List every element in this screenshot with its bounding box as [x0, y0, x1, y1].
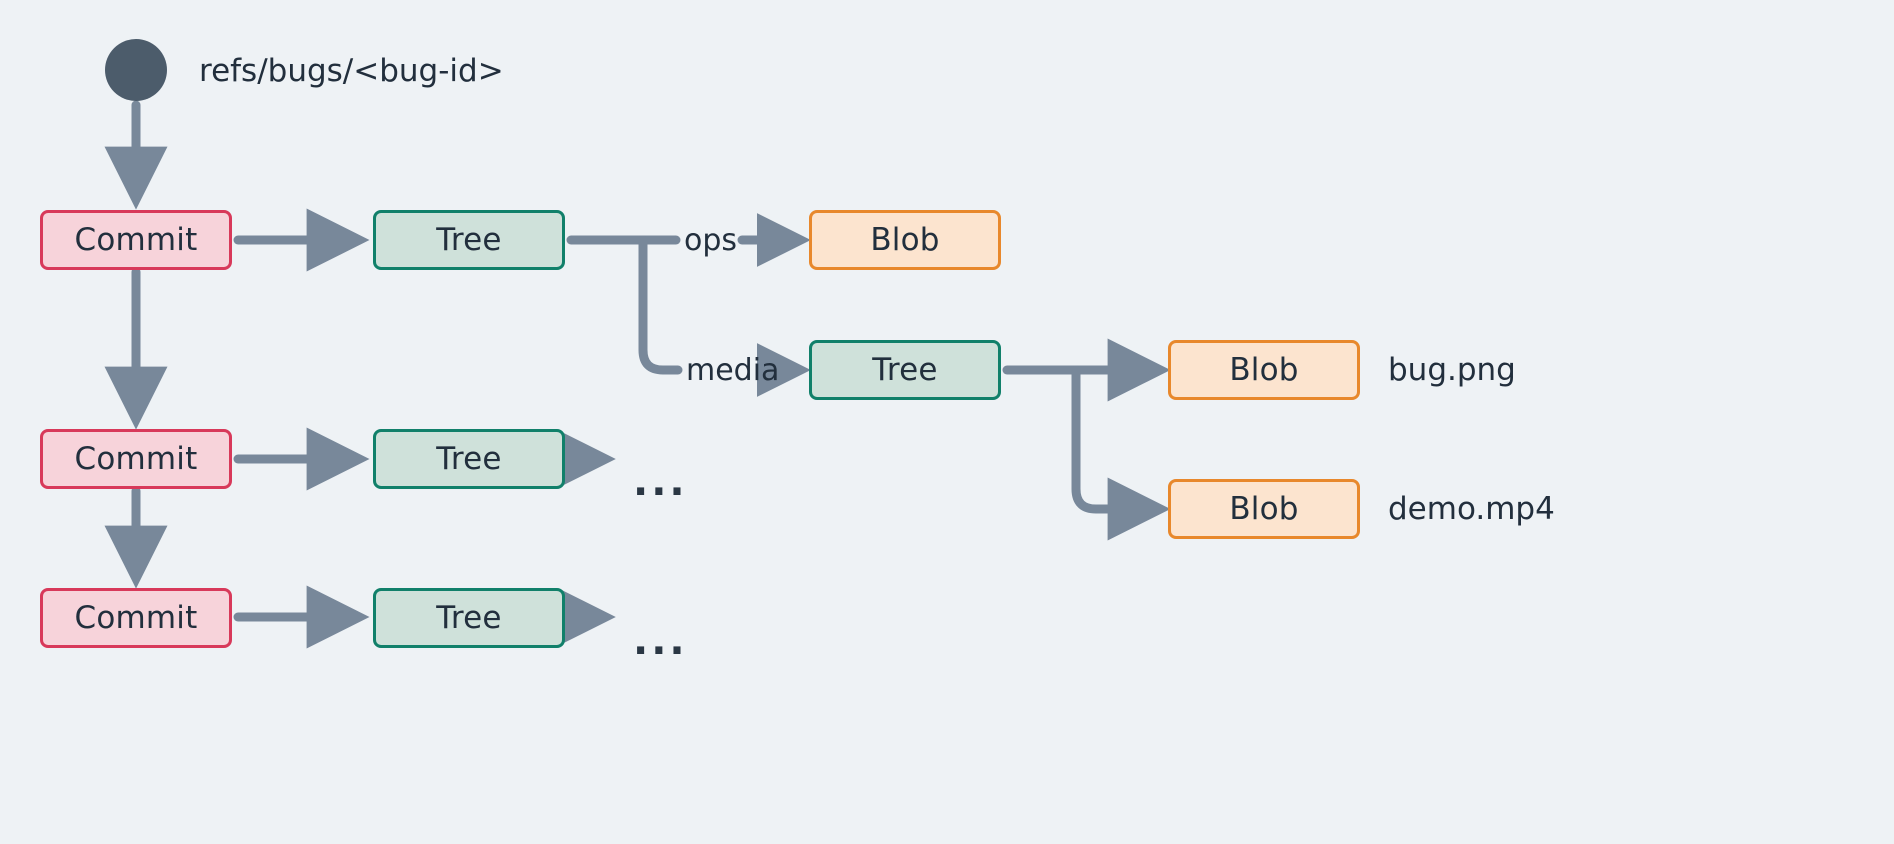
edge-tree1-to-media — [638, 235, 683, 375]
ref-label: refs/bugs/<bug-id> — [199, 53, 504, 89]
ellipsis-row-2: ... — [633, 459, 688, 505]
file-label-demo-mp4: demo.mp4 — [1388, 491, 1555, 527]
node-tree-2[interactable]: Tree — [373, 429, 565, 489]
node-commit-1[interactable]: Commit — [40, 210, 232, 270]
ellipsis-row-3: ... — [633, 618, 688, 664]
node-blob-demo-mp4[interactable]: Blob — [1168, 479, 1360, 539]
node-tree-1[interactable]: Tree — [373, 210, 565, 270]
node-tree-media[interactable]: Tree — [809, 340, 1001, 400]
edge-label-ops: ops — [684, 223, 738, 258]
node-blob-bug-png[interactable]: Blob — [1168, 340, 1360, 400]
node-tree-3[interactable]: Tree — [373, 588, 565, 648]
edge-treemedia-to-blobmp4 — [1071, 365, 1171, 541]
node-blob-ops[interactable]: Blob — [809, 210, 1001, 270]
file-label-bug-png: bug.png — [1388, 352, 1516, 388]
node-commit-3[interactable]: Commit — [40, 588, 232, 648]
edge-label-media: media — [686, 353, 780, 388]
ref-circle[interactable] — [105, 39, 167, 101]
node-commit-2[interactable]: Commit — [40, 429, 232, 489]
